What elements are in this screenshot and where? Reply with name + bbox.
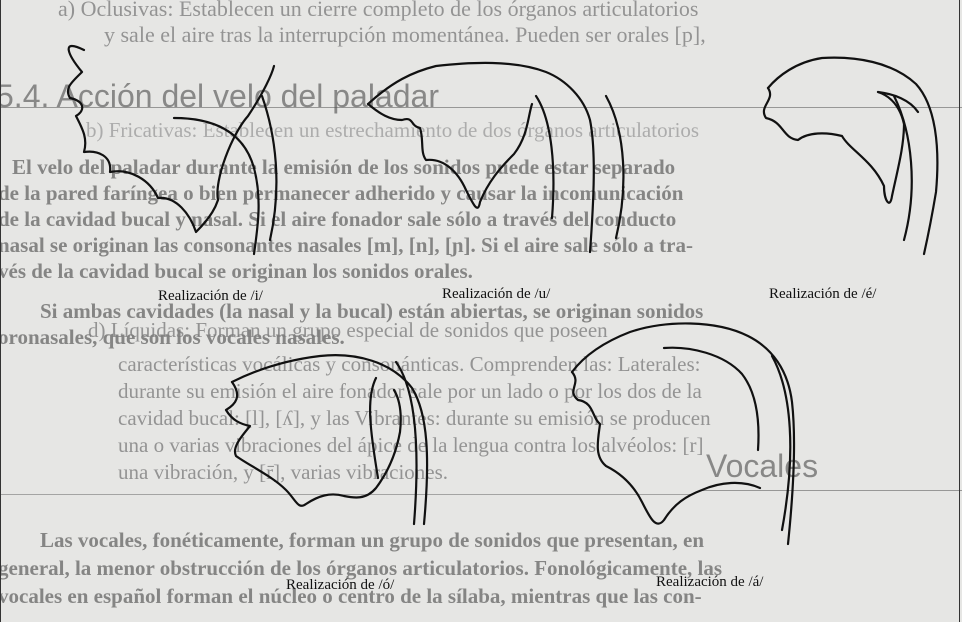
bleed-line-vocales-2: general, la menor obstrucción de los órg… (0, 556, 723, 580)
bleed-line-liquidas-6: una vibración, y [r̄], varias vibracione… (118, 460, 449, 484)
vocal-tract-e-drawing (762, 56, 939, 256)
bleed-line-vocales-3: vocales en español forman el núcleo o ce… (0, 584, 702, 608)
caption-a: Realización de /á/ (656, 574, 764, 590)
figure-right-border (959, 0, 960, 622)
caption-u: Realización de /u/ (442, 286, 551, 302)
bleed-line-velo-4: nasal se originan las consonantes nasale… (0, 233, 693, 257)
caption-i: Realización de /i/ (158, 288, 263, 304)
bleed-heading-vocales: Vocales (706, 448, 819, 484)
bleed-line-vocales-1: Las vocales, fonéticamente, forman un gr… (40, 528, 705, 552)
caption-o: Realización de /ó/ (286, 577, 395, 593)
bleed-line-velo-5: vés de la cavidad bucal se originan los … (0, 259, 473, 283)
bleed-line-velo-6: Si ambas cavidades (la nasal y la bucal)… (40, 299, 704, 323)
vocal-tract-u-drawing (366, 61, 625, 254)
bleed-line-velo-3: de la cavidad bucal y nasal. Si el aire … (0, 207, 677, 231)
vocales-rule (700, 490, 962, 491)
bleed-line-liquidas-2: características vocálicas y consonántica… (118, 352, 701, 376)
vocal-tract-i-drawing (66, 44, 278, 256)
bleed-line-oclusivas: a) Oclusivas: Establecen un cierre compl… (58, 0, 699, 21)
bleed-line-liquidas-1: d) Líquidas: Forman un grupo especial de… (88, 318, 608, 342)
bleed-line-velo-7: oronasales, que son los vocales nasales. (0, 325, 345, 349)
vocal-tract-o-drawing (224, 354, 429, 526)
bleed-line-oclusivas-cont: y sale el aire tras la interrupción mome… (104, 22, 706, 47)
bleed-heading-velo: 5.4. Acción del velo del paladar (0, 78, 439, 114)
figure-left-border (0, 0, 1, 622)
caption-e: Realización de /é/ (769, 286, 877, 302)
vocal-tract-a-drawing (570, 322, 796, 546)
header-rule (0, 107, 962, 108)
bleed-line-liquidas-5: una o varias vibraciones del ápice de la… (118, 433, 704, 457)
bleed-line-velo-1: El velo del paladar durante la emisión d… (12, 155, 676, 179)
bleed-line-velo-2: de la pared faríngea o bien permanecer a… (0, 181, 684, 205)
vocales-rule-left (0, 494, 690, 495)
bleed-line-fricativas: b) Fricativas: Establecen un estrechamie… (86, 118, 700, 142)
